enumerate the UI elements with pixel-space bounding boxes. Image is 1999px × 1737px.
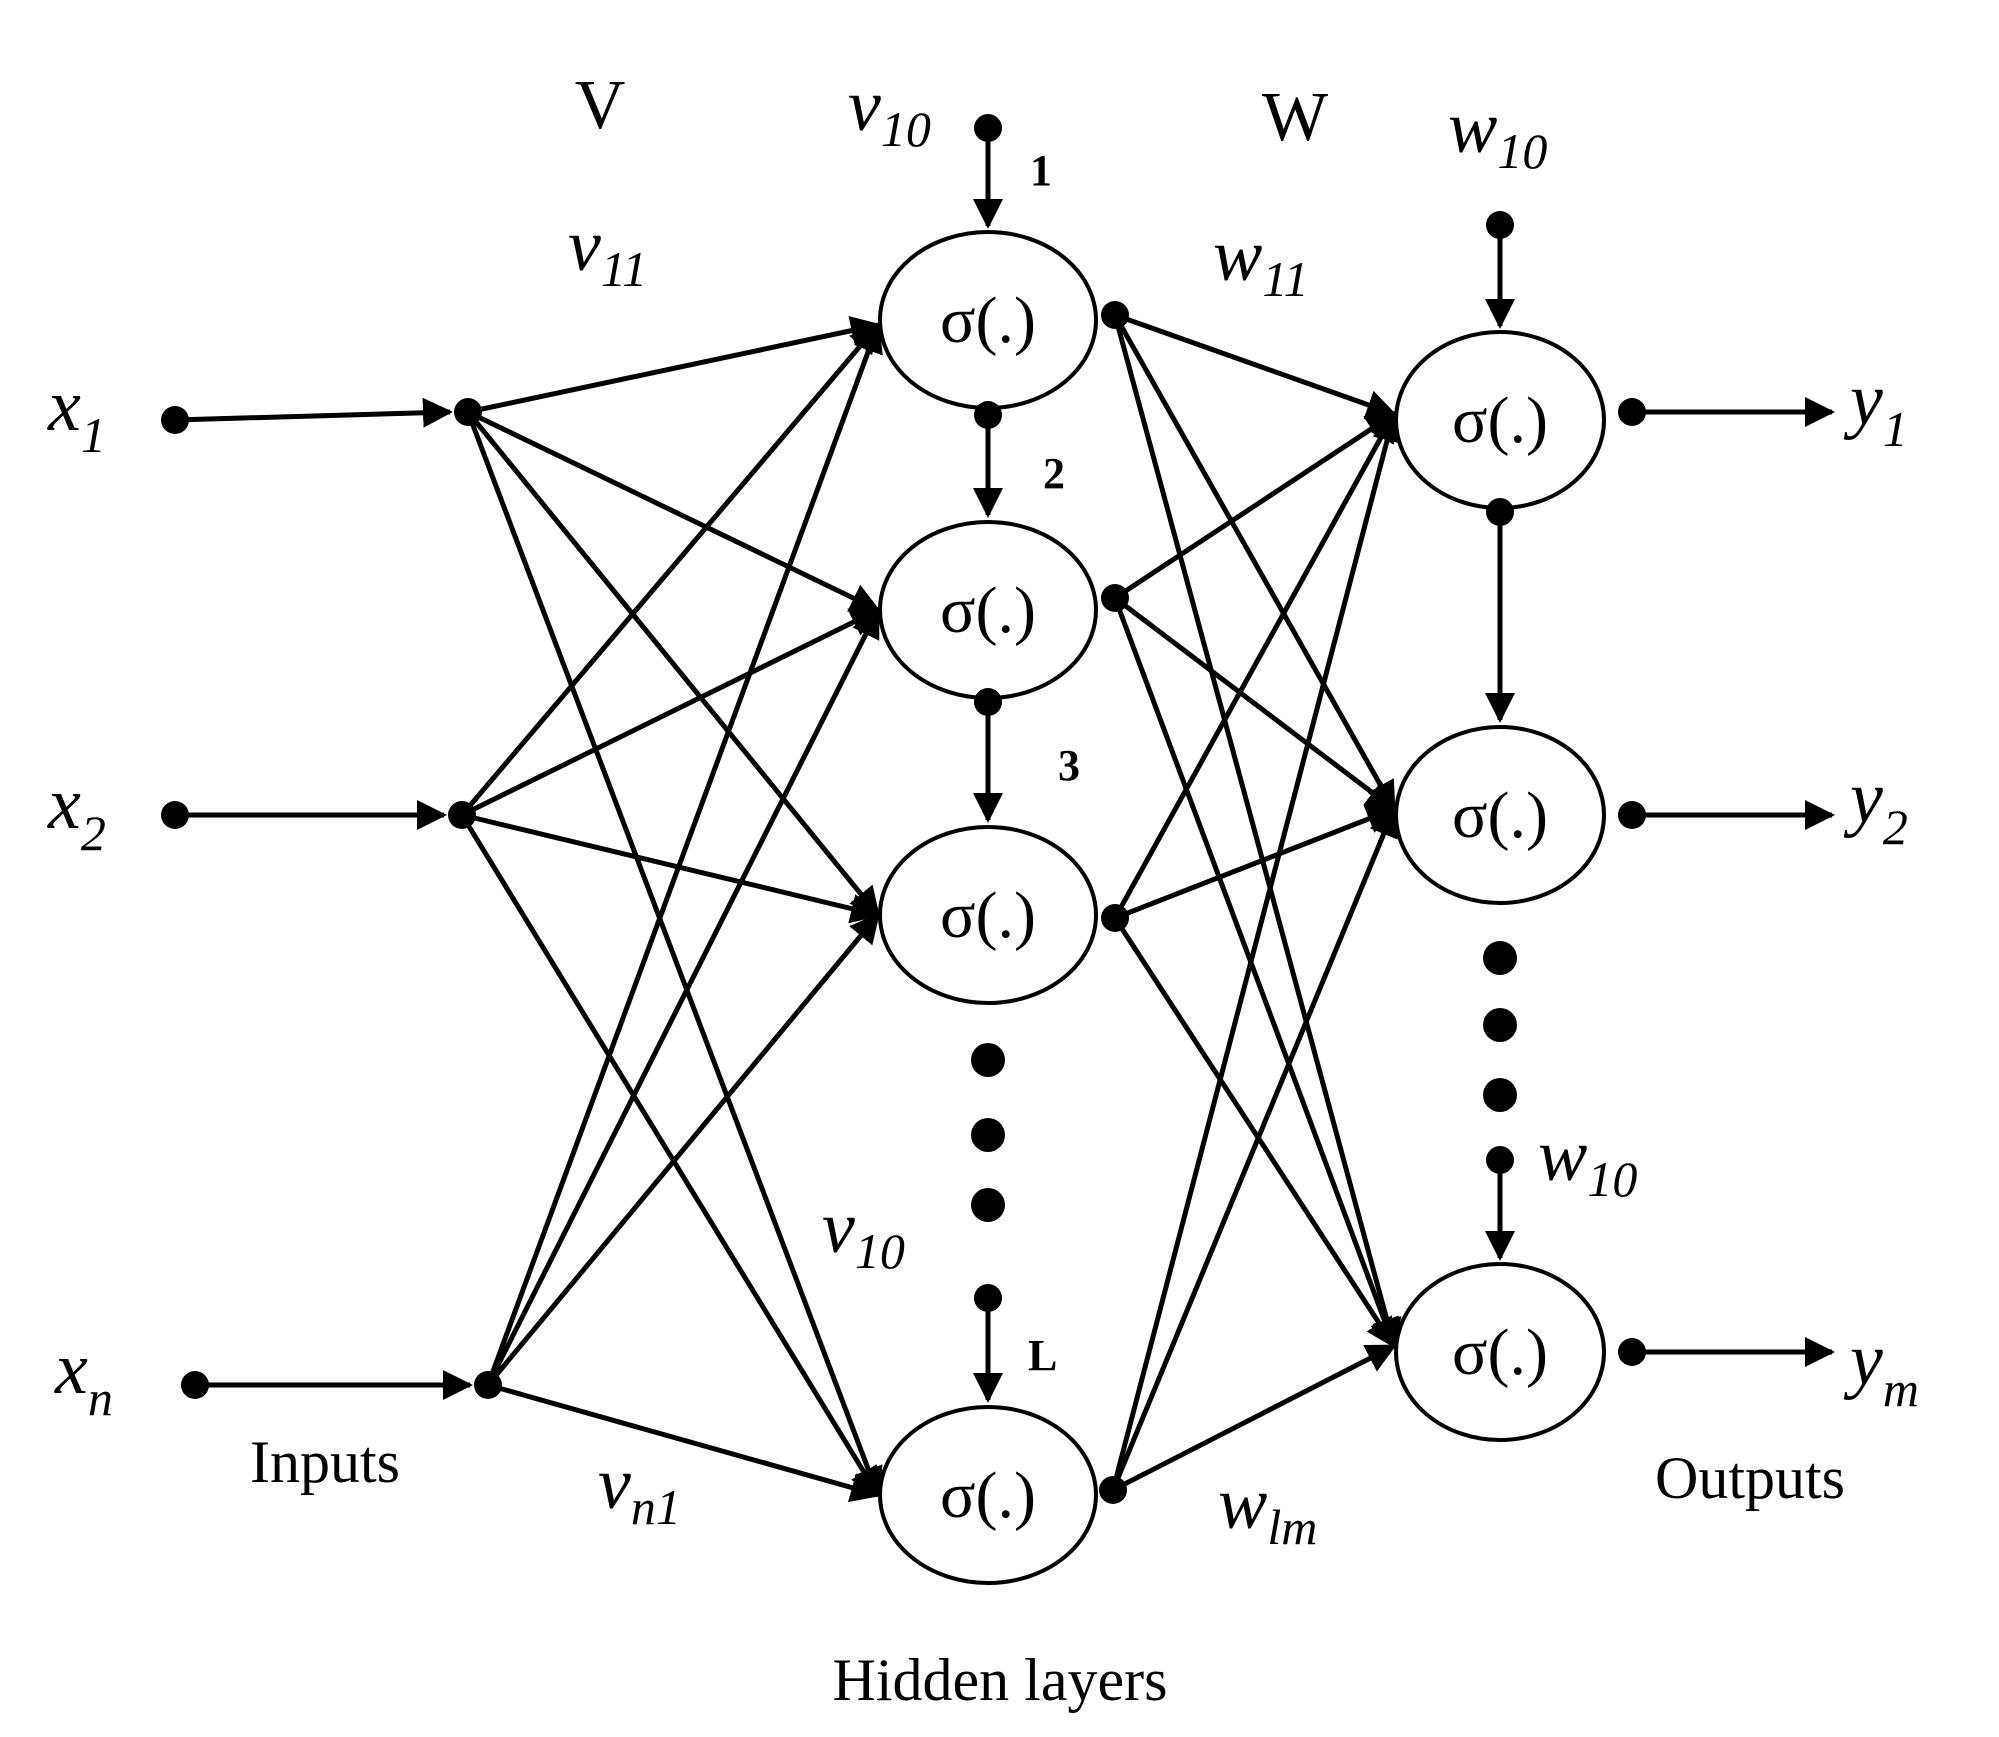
w-weight-edge	[1110, 411, 1402, 1491]
w-weight-edge	[1110, 806, 1398, 1491]
weight-label-v10-top: v10	[848, 65, 931, 157]
hidden-bias-index-L: L	[1028, 1331, 1057, 1380]
v-weight-edge	[460, 322, 880, 817]
hidden-neuron-3: σ(.)	[878, 825, 1098, 1005]
header-v: V	[575, 67, 626, 144]
input-junction-dot	[474, 1371, 502, 1399]
input-label-x1: x1	[47, 365, 106, 463]
weight-label-w11: w11	[1213, 215, 1309, 307]
output-neuron-2: σ(.)	[1394, 725, 1606, 905]
v-weight-edge	[466, 410, 880, 918]
input-junction-dot	[448, 801, 476, 829]
v-weight-edge	[465, 411, 883, 1498]
neuron-symbol: σ(.)	[940, 879, 1036, 952]
w-weight-edge	[1112, 313, 1397, 812]
neurons: σ(.) σ(.) σ(.) σ(.) σ(.) σ(.) σ(.)	[878, 230, 1606, 1585]
hidden-neuron-2: σ(.)	[878, 520, 1098, 700]
hidden-bias-dot	[974, 401, 1002, 429]
output-label-y2: y2	[1843, 757, 1908, 855]
w-weight-edge	[1114, 312, 1397, 420]
w-weight-edge	[1112, 411, 1397, 920]
v-weight-edge	[485, 607, 881, 1387]
w-weight-edge	[1113, 596, 1397, 811]
output-bias-dot	[1486, 211, 1514, 239]
weight-label-v10-mid: v10	[822, 1187, 905, 1279]
hidden-bias-index-1: 1	[1030, 146, 1052, 195]
input-source-dot	[181, 1371, 209, 1399]
input-source-dot	[161, 406, 189, 434]
hidden-bias-dot	[974, 1284, 1002, 1312]
w-weight-edge	[1111, 1343, 1397, 1493]
v-weight-edge	[460, 607, 881, 818]
output-ellipsis-dot	[1483, 941, 1517, 975]
hidden-neuron-4: σ(.)	[878, 1405, 1098, 1585]
neuron-outline	[1394, 1262, 1606, 1442]
weight-label-w10-mid: w10	[1538, 1115, 1637, 1207]
output-ellipsis-dot	[1483, 1008, 1517, 1042]
v-weight-edge	[467, 315, 881, 415]
inputs-caption: Inputs	[250, 1429, 400, 1495]
output-junction-dot	[1618, 801, 1646, 829]
hidden-bias-index-2: 2	[1043, 449, 1065, 498]
v-weight-edge	[459, 813, 881, 1498]
hidden-output-dot	[1099, 1476, 1127, 1504]
hidden-output-dot	[1101, 584, 1129, 612]
neuron-outline	[878, 825, 1098, 1005]
weight-label-v11: v11	[568, 205, 647, 297]
neuron-outline	[878, 1405, 1098, 1585]
outputs-caption: Outputs	[1655, 1445, 1845, 1511]
output-label-ym: ym	[1843, 1319, 1919, 1417]
weight-label-w10-top: w10	[1448, 87, 1547, 179]
v-weight-edge	[466, 409, 881, 613]
neuron-symbol: σ(.)	[940, 574, 1036, 647]
output-junction-dot	[1618, 1338, 1646, 1366]
w-weight-edge	[1113, 411, 1397, 601]
hidden-output-dot	[1101, 301, 1129, 329]
input-arrow	[174, 397, 453, 428]
input-label-xn: xn	[54, 1328, 113, 1426]
input-junction-dot	[454, 398, 482, 426]
hidden-ellipsis-dot	[971, 1043, 1005, 1077]
neuron-symbol: σ(.)	[940, 1459, 1036, 1532]
v-weight-edge	[485, 322, 883, 1386]
hidden-layers-caption: Hidden layers	[833, 1647, 1168, 1713]
neuron-symbol: σ(.)	[1452, 384, 1548, 457]
output-bias-dot	[1486, 498, 1514, 526]
hidden-output-dot	[1101, 904, 1129, 932]
hidden-ellipsis-dot	[971, 1188, 1005, 1222]
output-label-y1: y1	[1843, 359, 1908, 457]
hidden-bias-dot	[974, 114, 1002, 142]
output-bias-dot	[1486, 1146, 1514, 1174]
hidden-ellipsis-dot	[971, 1118, 1005, 1152]
output-ellipsis-dot	[1483, 1078, 1517, 1112]
neuron-symbol: σ(.)	[940, 284, 1036, 357]
weight-label-wlm: wlm	[1218, 1463, 1317, 1555]
output-neuron-3: σ(.)	[1394, 1262, 1606, 1442]
hidden-bias-dot	[974, 688, 1002, 716]
w-weight-edge	[1112, 916, 1397, 1349]
neuron-outline	[1394, 725, 1606, 905]
hidden-bias-index-3: 3	[1058, 741, 1080, 790]
v-weight-edge	[486, 912, 880, 1387]
w-weight-edge	[1112, 597, 1399, 1349]
weight-label-vn1: vn1	[598, 1443, 681, 1535]
hidden-neuron-1: σ(.)	[878, 230, 1098, 410]
input-source-dot	[161, 801, 189, 829]
w-weight-edge	[1112, 314, 1402, 1349]
v-weight-edge	[487, 1382, 881, 1503]
connection-edges	[174, 128, 1835, 1503]
v-weight-edge	[461, 812, 881, 924]
output-junction-dot	[1618, 398, 1646, 426]
header-w: W	[1262, 79, 1328, 156]
neuron-symbol: σ(.)	[1452, 1316, 1548, 1389]
junction-dots	[161, 114, 1646, 1504]
w-weight-edge	[1114, 804, 1397, 921]
input-label-x2: x2	[47, 763, 106, 861]
output-neuron-1: σ(.)	[1394, 330, 1606, 510]
neuron-symbol: σ(.)	[1452, 779, 1548, 852]
